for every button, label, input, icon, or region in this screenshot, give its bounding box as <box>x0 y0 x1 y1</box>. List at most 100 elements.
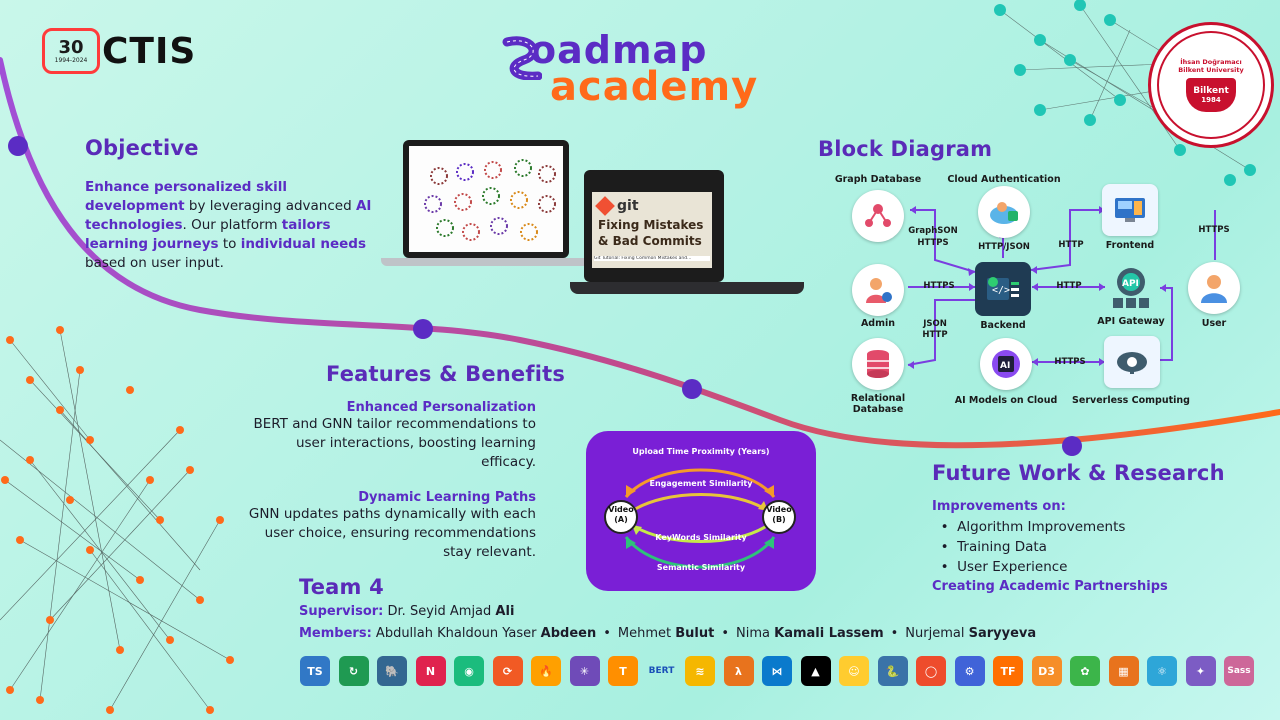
ai-chip-icon: AI <box>992 350 1020 378</box>
laptop-left <box>381 140 591 270</box>
path-marker <box>1062 436 1082 456</box>
firebase-icon: 🔥 <box>531 656 561 686</box>
networkx-icon: ⚙ <box>954 656 985 686</box>
supervisor-surname: Ali <box>495 604 515 619</box>
gensim-icon: ✿ <box>1070 656 1100 686</box>
edge-label-http-frontend: HTTP <box>1058 240 1084 250</box>
similarity-semantic: Semantic Similarity <box>656 563 746 572</box>
postgresql-icon: 🐘 <box>377 656 407 686</box>
swagger-icon: ⟳ <box>492 656 523 686</box>
block-diagram-edges <box>907 206 1216 369</box>
neo4j-icon: ◉ <box>454 656 484 686</box>
admin-icon <box>866 278 892 303</box>
ai-models-label: AI Models on Cloud <box>954 395 1058 406</box>
feature-text-line: user choice, ensuring recommendations <box>264 525 536 541</box>
vscode-icon: ⋈ <box>762 656 792 686</box>
backend-icon: </> <box>987 277 1019 300</box>
member-separator: • <box>890 626 899 641</box>
edge-label-json: JSON <box>923 319 947 329</box>
serverless-label: Serverless Computing <box>1072 395 1190 406</box>
ai-chip-text: AI <box>1000 361 1010 371</box>
feature-title-personalization: Enhanced Personalization <box>346 400 536 415</box>
relational-db-label-1: Relational <box>850 393 906 404</box>
python-icon: 🐍 <box>877 656 908 686</box>
member-given-name: Nurjemal <box>905 626 969 641</box>
objective-highlight: tailors learning journeys <box>85 217 331 252</box>
edge-label-https-admin: HTTPS <box>923 281 955 291</box>
member-surname: Abdeen <box>540 626 597 641</box>
user-icon <box>1201 275 1227 303</box>
future-subheading: Improvements on: <box>932 499 1066 514</box>
road-icon <box>502 36 542 80</box>
graph-icon: ✦ <box>1185 656 1216 686</box>
api-gateway-label: API Gateway <box>1097 316 1165 327</box>
api-gateway-icon: API <box>1113 268 1149 308</box>
future-closing: Creating Academic Partnerships <box>932 579 1168 594</box>
member-given-name: Mehmet <box>617 626 676 641</box>
frontend-label: Frontend <box>1105 240 1155 251</box>
git-label: git <box>617 198 639 214</box>
future-bullet-text: Algorithm Improvements <box>957 519 1126 535</box>
layers-icon: ≋ <box>685 656 715 686</box>
admin-node <box>852 264 904 316</box>
vercel-icon: ▲ <box>800 656 831 686</box>
similarity-engagement: Engagement Similarity <box>649 479 753 488</box>
future-bullet-text: User Experience <box>957 559 1068 575</box>
objective-text-run: by leveraging advanced <box>184 198 356 214</box>
nestjs-icon: N <box>415 656 446 686</box>
tensorflow-hub-icon: T <box>608 656 638 686</box>
future-heading: Future Work & Research <box>932 461 1225 485</box>
gnn-icon: ✳ <box>569 656 600 686</box>
university-year: 1984 <box>1201 96 1221 104</box>
relational-db-label-2: Database <box>852 404 904 415</box>
objective-text-run: . Our platform <box>182 217 282 233</box>
objective-highlight: Enhance personalized skill development <box>85 179 288 214</box>
video-title-line2: & Bad Commits <box>598 234 702 248</box>
objective-highlight: AI technologies <box>85 198 372 233</box>
network-decoration-left <box>0 326 234 714</box>
video-b-node: Video (B) <box>763 505 795 525</box>
api-gateway-node: API <box>1106 260 1156 314</box>
feature-title-dynamic-paths: Dynamic Learning Paths <box>358 490 536 505</box>
feature-text-line: user interactions, boosting learning eff… <box>295 435 536 470</box>
video-a-node: Video (A) <box>605 505 637 525</box>
bilkent-seal: İhsan Doğramacı Bilkent University Bilke… <box>1148 22 1274 148</box>
ctis-badge-number: 30 <box>58 36 84 58</box>
path-marker <box>413 319 433 339</box>
feature-text-line: GNN updates paths dynamically with each <box>248 506 536 522</box>
future-bullet: • User Experience <box>932 559 1068 575</box>
video-a-label: Video <box>608 505 634 514</box>
cloud-auth-label: Cloud Authentication <box>947 174 1061 185</box>
supervisor-name: Dr. Seyid Amjad <box>387 604 492 619</box>
video-thumbnail: git Fixing Mistakes & Bad Commits Git Tu… <box>592 192 712 268</box>
objective-highlight: individual needs <box>240 236 366 252</box>
ctis-badge-years: 1994-2024 <box>54 56 88 64</box>
member-separator: • <box>603 626 611 641</box>
similarity-upload-time: Upload Time Proximity (Years) <box>632 447 770 456</box>
database-icon <box>867 350 889 378</box>
video-b-label: Video <box>766 505 792 514</box>
roadmap-academy-logo: oadmap academy <box>502 30 758 108</box>
graph-database-icon <box>865 204 891 227</box>
edge-label-https-ai: HTTPS <box>1054 357 1086 367</box>
relational-db-node <box>852 338 904 390</box>
cloud-auth-icon <box>990 202 1018 224</box>
aws-lambda-icon: λ <box>723 656 754 686</box>
user-node <box>1188 262 1240 314</box>
similarity-panel: Upload Time Proximity (Years) Engagement… <box>586 431 816 591</box>
member-given-name: Abdullah Khaldoun Yaser <box>375 626 541 641</box>
future-section: Improvements on: • Algorithm Improvement… <box>932 497 1168 597</box>
similarity-keywords: KeyWords Similarity <box>655 533 747 542</box>
backend-label: Backend <box>980 320 1026 331</box>
edge-label-http-json: HTTP/JSON <box>978 242 1030 252</box>
api-chip-text: API <box>1122 279 1139 289</box>
typescript-icon: TS <box>300 656 330 686</box>
pytorch-icon: ◯ <box>916 656 946 686</box>
title-academy: academy <box>550 64 759 110</box>
ai-models-node: AI <box>980 338 1032 390</box>
video-caption: Git Tutorial: Fixing Common Mistakes and… <box>594 256 710 261</box>
video-a-id: (A) <box>614 515 628 524</box>
university-badge: Bilkent <box>1193 86 1229 96</box>
